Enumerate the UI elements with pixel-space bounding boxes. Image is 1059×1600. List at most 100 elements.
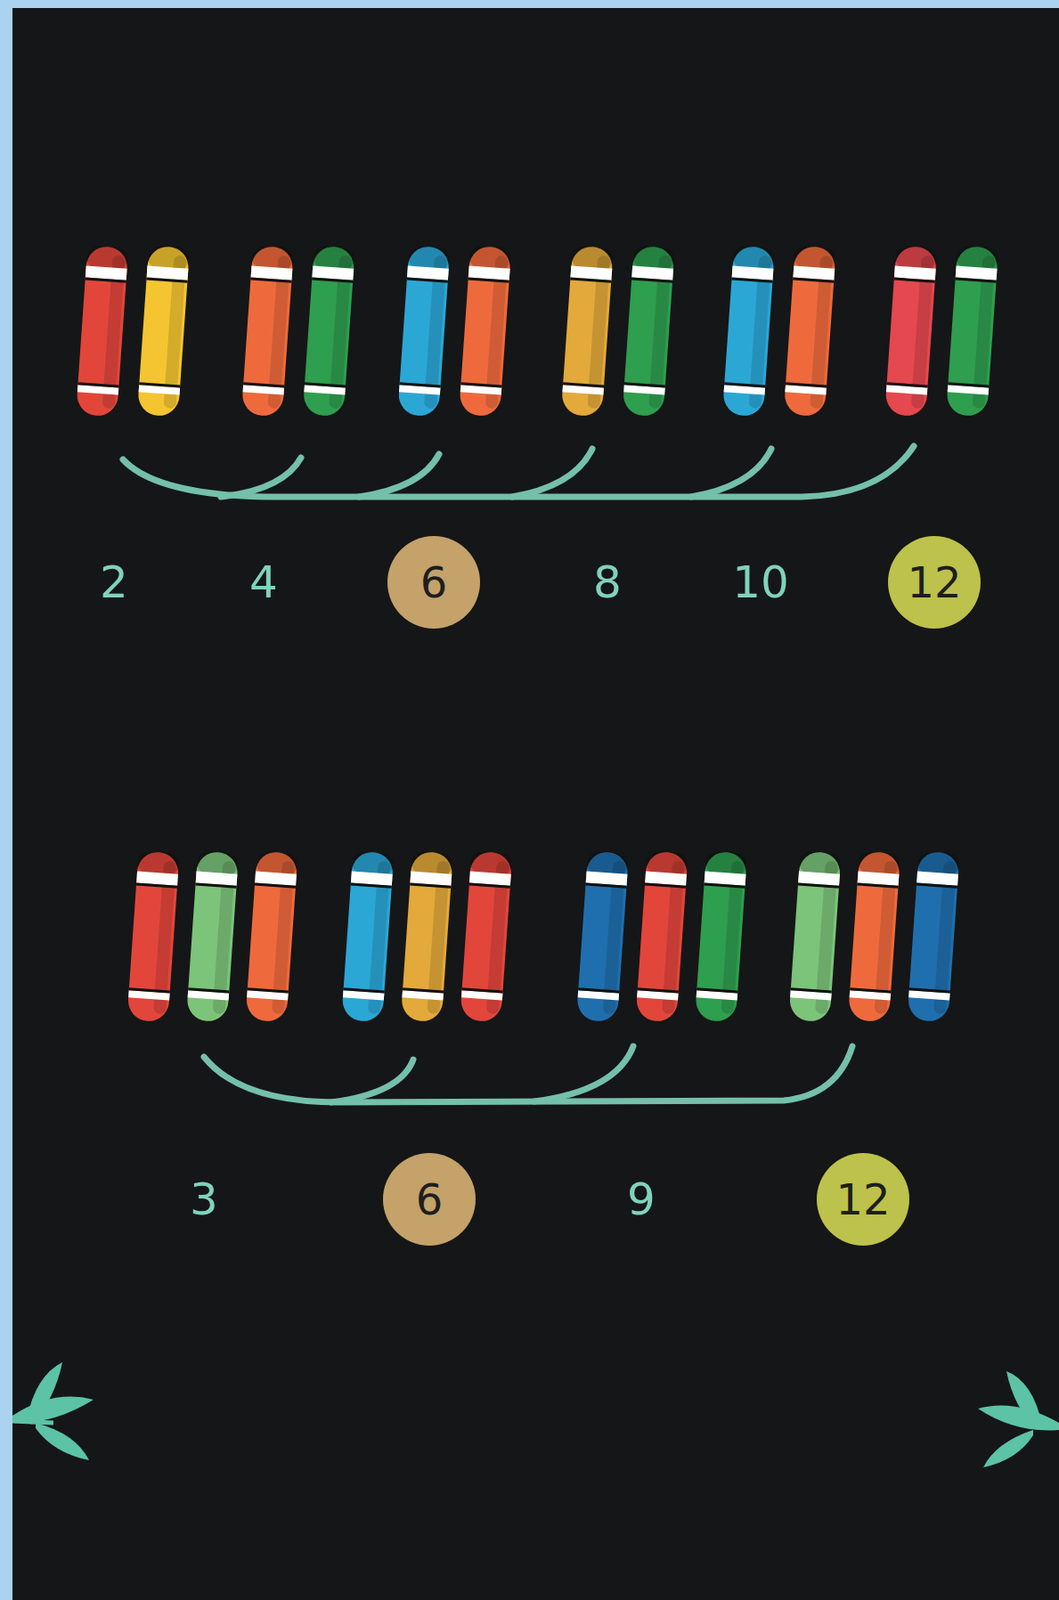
multiple-number: 12	[906, 561, 962, 604]
crayon	[847, 851, 901, 1024]
count-number: 3	[189, 1177, 219, 1222]
bracket-line	[203, 1046, 853, 1103]
crayon-band-line	[724, 382, 766, 388]
leaf	[983, 1430, 1034, 1468]
crayon-band-line	[85, 277, 127, 284]
crayon	[186, 851, 239, 1024]
count-number: 4	[249, 560, 278, 605]
crayon-body	[241, 245, 294, 418]
bracket-branch	[331, 1059, 414, 1103]
crayon-body	[847, 851, 901, 1024]
crayon-band-line	[304, 382, 346, 388]
crayon	[783, 245, 837, 418]
crayon-body	[635, 851, 688, 1024]
bracket-branch	[358, 454, 440, 497]
leaf	[1006, 1371, 1043, 1431]
crayon	[884, 245, 937, 418]
bracket-branch	[691, 448, 772, 497]
multiple-number: 12	[835, 1178, 890, 1222]
leaf	[35, 1423, 90, 1461]
crayon-band-line	[570, 277, 611, 284]
crayon-band-line	[343, 987, 385, 994]
crayon-band-line	[129, 987, 171, 994]
crayon-band-line	[790, 987, 832, 994]
crayon-band-line	[785, 382, 827, 388]
crayon-band-line	[247, 987, 289, 994]
crayon-band-line	[402, 987, 444, 994]
crayon-band-line	[146, 277, 188, 284]
crayon-band-line	[798, 883, 840, 889]
crayon-band-line	[195, 883, 237, 889]
crayon	[302, 245, 356, 418]
count-number: 2	[99, 560, 129, 605]
crayon-band-line	[585, 883, 627, 889]
count-number: 8	[593, 560, 622, 605]
crayon-band-line	[350, 883, 392, 889]
crayon-band-line	[886, 382, 928, 388]
crayon	[635, 851, 688, 1024]
highlight-circle: 12	[816, 1153, 910, 1247]
bracket-line	[122, 446, 914, 497]
crayon-band-line	[77, 382, 119, 388]
crayon-band-line	[469, 883, 511, 889]
crayon-body	[622, 245, 676, 418]
crayon-band-line	[243, 382, 285, 388]
highlight-circle: 6	[382, 1153, 476, 1247]
leaf-decoration	[977, 1371, 1059, 1468]
bracket-branch	[534, 1046, 634, 1102]
leaf	[12, 1397, 94, 1425]
grouping-bracket	[203, 1046, 853, 1103]
count-number: 9	[627, 1177, 656, 1222]
crayon-band-line	[916, 883, 958, 889]
multiple-number: 6	[415, 1178, 444, 1222]
crayon-band-line	[637, 987, 679, 994]
crayon-body	[126, 851, 180, 1024]
leaf-stem	[12, 1421, 54, 1424]
crayon	[906, 851, 960, 1024]
crayon-body	[244, 851, 298, 1024]
crayon-body	[576, 851, 629, 1024]
crayon-band-line	[138, 382, 180, 388]
crayon-band-line	[955, 277, 997, 284]
crayon-band-line	[460, 382, 502, 388]
crayon-band-line	[462, 987, 504, 994]
crayon-band-line	[578, 987, 620, 994]
crayon-body	[561, 245, 614, 418]
crayon-band-line	[254, 883, 296, 889]
crayon-band-line	[856, 883, 898, 889]
highlight-circle: 6	[387, 536, 481, 629]
crayon	[945, 245, 999, 418]
leaf	[26, 1362, 63, 1426]
crayon	[75, 245, 129, 418]
crayon	[722, 245, 775, 418]
multiple-number: 6	[420, 561, 449, 604]
crayon-band-line	[731, 277, 773, 284]
crayon-body	[459, 851, 513, 1024]
crayon	[622, 245, 676, 418]
crayon-band-line	[311, 277, 353, 284]
crayon-body	[945, 245, 999, 418]
crayon-body	[341, 851, 394, 1024]
crayon-body	[397, 245, 450, 418]
crayon-body	[694, 851, 748, 1024]
grouping-bracket	[122, 446, 914, 497]
crayon-band-line	[409, 883, 451, 889]
crayon-body	[75, 245, 129, 418]
crayon-group	[75, 245, 999, 1024]
crayon-band-line	[631, 277, 673, 284]
crayon-band-line	[136, 883, 178, 889]
crayon-body	[783, 245, 837, 418]
crayon-band-line	[187, 987, 229, 994]
crayon-body	[788, 851, 841, 1024]
crayon-band-line	[792, 277, 834, 284]
crayon	[561, 245, 614, 418]
crayon-body	[186, 851, 239, 1024]
crayon-body	[884, 245, 937, 418]
crayon-body	[722, 245, 775, 418]
crayon-band-line	[947, 382, 989, 388]
crayon-body	[400, 851, 454, 1024]
crayon-body	[302, 245, 356, 418]
crayon-band-line	[407, 277, 449, 284]
